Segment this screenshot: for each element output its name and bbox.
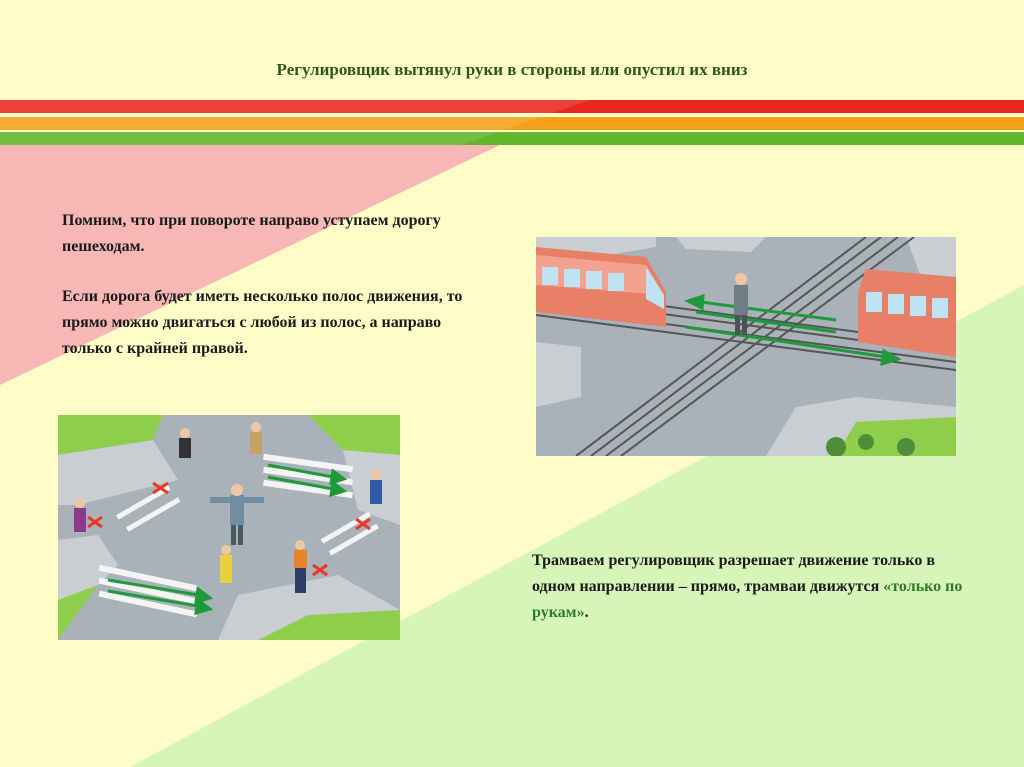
tram-intersection-illustration <box>536 237 956 456</box>
slide-title: Регулировщик вытянул руки в стороны или … <box>276 60 748 79</box>
intersection-pedestrians-illustration <box>58 415 400 640</box>
paragraph-tram: Трамваем регулировщик разрешает движение… <box>532 548 972 626</box>
paragraph-right-turn: Помним, что при повороте направо уступае… <box>62 212 441 255</box>
paragraph-tram-highlight: «только по рукам» <box>532 578 963 621</box>
paragraph-tram-text: Трамваем регулировщик разрешает движение… <box>532 552 935 595</box>
paragraph-lanes: Если дорога будет иметь несколько полос … <box>62 288 463 357</box>
paragraph-tram-end: . <box>584 604 589 621</box>
